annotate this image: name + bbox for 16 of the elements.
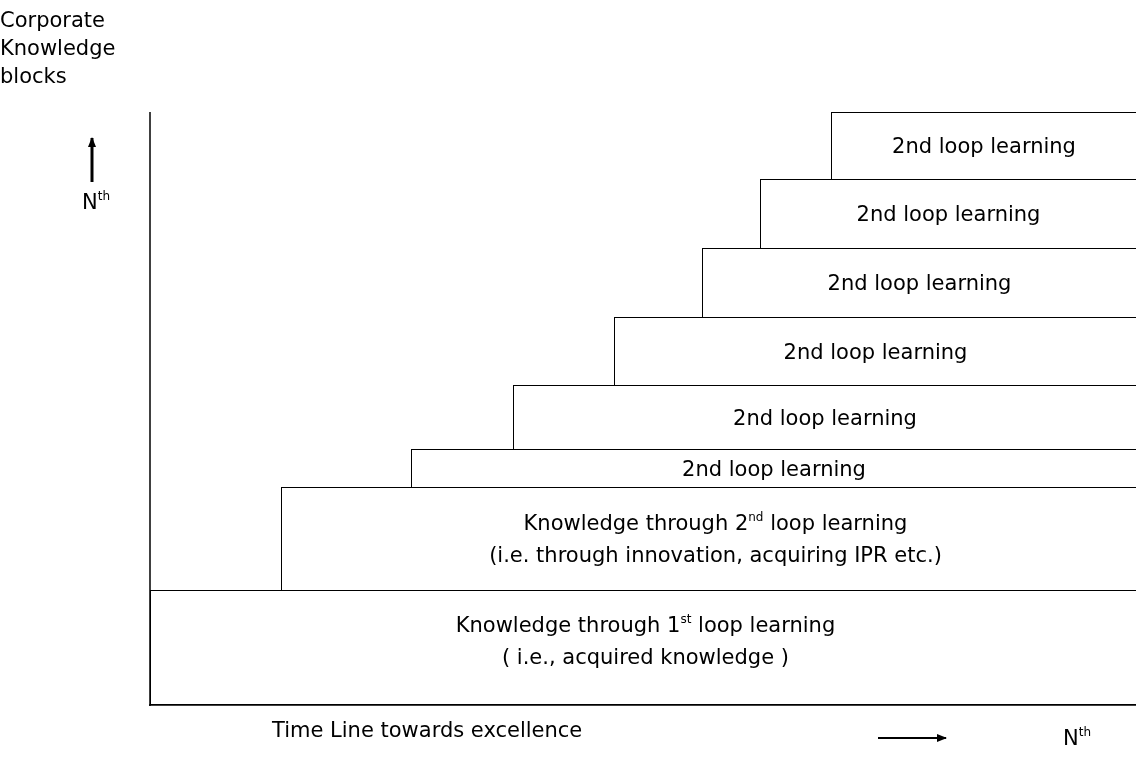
axis-label: Corporate Knowledge blocks — [0, 7, 117, 90]
step-box — [150, 590, 1136, 705]
box-text: Knowledge through 1$^{st}$ loop learning — [455, 611, 836, 639]
box-text: 2nd loop learning — [733, 404, 917, 432]
axis-label: Time Line towards excellence — [272, 717, 583, 744]
box-text: 2nd loop learning — [682, 455, 866, 483]
step-box — [831, 112, 1136, 180]
box-text: 2nd loop learning — [892, 133, 1076, 160]
box-text: Knowledge through 2$^{nd}$ loop learning — [523, 509, 908, 537]
axis-label: N$^{th}$ — [82, 188, 111, 216]
box-text: ( i.e., acquired knowledge ) — [502, 644, 789, 671]
box-text: 2nd loop learning — [827, 270, 1012, 297]
box-text: (i.e. through innovation, acquiring IPR etc.) — [489, 542, 942, 569]
box-text: 2nd loop learning — [856, 201, 1041, 228]
axis-label: N$^{th}$ — [1063, 724, 1092, 752]
box-text: 2nd loop learning — [783, 338, 968, 366]
